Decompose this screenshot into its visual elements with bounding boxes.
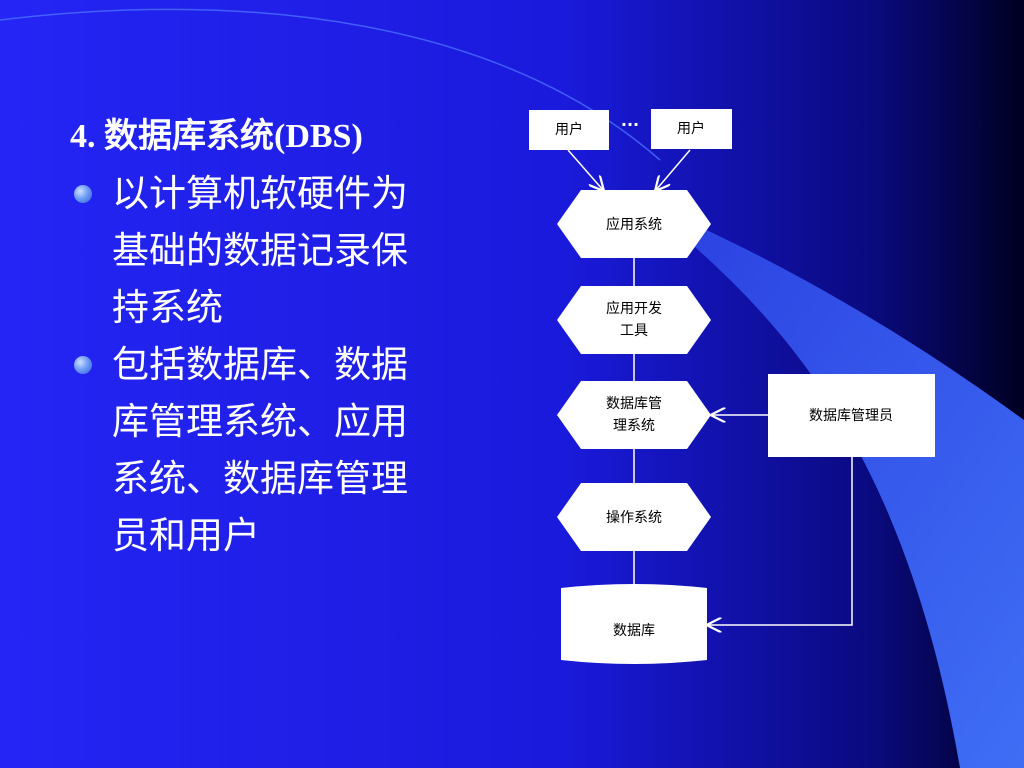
user-label-right: 用户 (677, 120, 705, 137)
swoosh-shape (640, 200, 1024, 768)
arrow-user-left (567, 149, 603, 190)
user-box-right (651, 109, 732, 149)
ellipsis-label: ··· (621, 115, 639, 134)
bullet-line: 基础的数据记录保 (112, 229, 408, 272)
os-hexagon (557, 483, 711, 551)
bullet-dot-icon (74, 185, 92, 203)
bullet-line: 系统、数据库管理 (112, 457, 408, 500)
user-box-left (529, 110, 609, 150)
heading-title: 数据库系统(DBS) (104, 118, 363, 155)
bullet-line: 库管理系统、应用 (112, 400, 408, 443)
bullet-line: 员和用户 (112, 514, 260, 557)
database-shape (561, 584, 707, 664)
bullet-line: 包括数据库、数据 (112, 343, 408, 386)
dbms-label-line1: 数据库管 (606, 396, 662, 412)
section-heading: 4. 数据库系统(DBS) (70, 115, 470, 159)
dba-box (768, 374, 935, 457)
bullet-item-1: 以计算机软硬件为 基础的数据记录保 持系统 (70, 165, 470, 336)
dev-tools-label-line2: 工具 (620, 323, 648, 339)
bullet-line: 持系统 (112, 286, 223, 329)
heading-number: 4. (70, 118, 96, 155)
app-system-label: 应用系统 (606, 216, 662, 233)
dbms-hexagon (557, 381, 711, 449)
bullet-item-2: 包括数据库、数据 库管理系统、应用 系统、数据库管理 员和用户 (70, 336, 470, 564)
bullet-dot-icon (74, 356, 92, 374)
arrow-user-right (656, 149, 691, 190)
dba-label: 数据库管理员 (809, 408, 893, 424)
os-label: 操作系统 (606, 510, 662, 526)
bullet-line: 以计算机软硬件为 (112, 172, 408, 215)
swoosh-arc (0, 8, 661, 161)
database-label: 数据库 (613, 623, 655, 639)
dev-tools-label-line1: 应用开发 (606, 300, 662, 317)
user-label-left: 用户 (555, 121, 583, 138)
arrow-dba-to-database (708, 457, 853, 625)
app-system-hexagon (557, 190, 711, 258)
dev-tools-hexagon (557, 286, 711, 354)
text-column: 4. 数据库系统(DBS) 以计算机软硬件为 基础的数据记录保 持系统 包括数据… (70, 115, 470, 564)
dbms-label-line2: 理系统 (613, 418, 655, 434)
